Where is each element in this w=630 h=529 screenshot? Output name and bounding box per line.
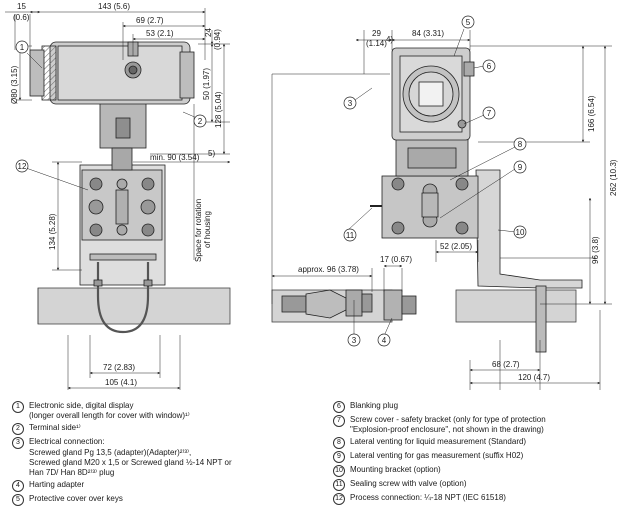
callout-markers: 1 2 3 3 4 5 6 7 8 9 10 11 12: [15, 15, 527, 347]
svg-text:12: 12: [18, 162, 27, 171]
callout-4: 4: [377, 333, 391, 347]
callout-5: 5: [461, 15, 475, 29]
dim-262: 262 (10.3): [609, 159, 618, 196]
svg-text:11: 11: [346, 231, 355, 240]
legend-num: 10: [333, 465, 345, 478]
legend-item-6: 6 Blanking plug: [333, 401, 627, 413]
legend-text: Electronic side, digital display (longer…: [29, 401, 190, 421]
dim-84: 84 (3.31): [412, 29, 444, 38]
dim-approx96: approx. 96 (3.78): [298, 265, 359, 274]
legend-num: 3: [12, 437, 24, 450]
legend-num: 11: [333, 479, 345, 492]
legend-text: Blanking plug: [350, 401, 399, 410]
legend-text: Lateral venting for liquid measurement (…: [350, 437, 527, 447]
callout-1: 1: [15, 40, 29, 54]
rotation-label: Space for rotation: [194, 199, 203, 262]
legend-item-7: 7 Screw cover - safety bracket (only for…: [333, 415, 627, 435]
callout-3: 3: [343, 96, 357, 110]
legend-text: Electrical connection: Screwed gland Pg …: [29, 437, 232, 478]
svg-text:1: 1: [20, 43, 25, 52]
legend-text: Protective cover over keys: [29, 494, 123, 504]
legend-num: 6: [333, 401, 345, 413]
svg-text:3: 3: [348, 99, 353, 108]
callout-11: 11: [343, 228, 357, 242]
legend-text: Harting adapter: [29, 480, 85, 490]
legend-num: 4: [12, 480, 24, 493]
legend-num: 9: [333, 451, 345, 464]
dim-dia80: Ø80 (3.15): [10, 65, 19, 104]
svg-text:9: 9: [518, 163, 523, 172]
left-view: [5, 8, 231, 390]
dim-134: 134 (5.28): [48, 213, 57, 250]
legend-text: Sealing screw with valve (option): [350, 479, 467, 489]
legend-num: 12: [333, 493, 345, 506]
callout-6: 6: [482, 59, 496, 73]
dim-53: 53 (2.1): [146, 29, 174, 38]
dimension-labels: 15 (0.6) 143 (5.6) 69 (2.7) 53 (2.1) 24 …: [10, 2, 618, 387]
svg-text:10: 10: [516, 228, 525, 237]
legend-item-4: 4 Harting adapter: [12, 480, 312, 493]
callout-10: 10: [513, 225, 527, 239]
legend-item-11: 11 Sealing screw with valve (option): [333, 479, 627, 492]
dim-24-in: (0.94): [213, 29, 222, 50]
legend-num: 8: [333, 437, 345, 450]
dim-17: 17 (0.67): [380, 255, 412, 264]
callout-7: 7: [482, 106, 496, 120]
dim-29: 29: [372, 29, 381, 38]
callout-12: 12: [15, 159, 29, 173]
dim-24: 24: [204, 28, 213, 37]
legend-text: Screw cover - safety bracket (only for t…: [350, 415, 546, 435]
legend-item-5: 5 Protective cover over keys: [12, 494, 312, 507]
callout-2: 2: [193, 114, 207, 128]
svg-text:7: 7: [487, 109, 492, 118]
svg-text:4: 4: [382, 336, 387, 345]
dim-143: 143 (5.6): [98, 2, 130, 11]
dim-128: 128 (5.04): [214, 91, 223, 128]
legend-item-2: 2 Terminal side¹⁾: [12, 423, 312, 436]
legend-item-1: 1 Electronic side, digital display (long…: [12, 401, 312, 421]
legend-num: 1: [12, 401, 24, 413]
callout-leaders: [25, 28, 517, 337]
legend-item-10: 10 Mounting bracket (option): [333, 465, 627, 478]
legend-item-12: 12 Process connection: ¼-18 NPT (IEC 615…: [333, 493, 627, 506]
legend-left: 1 Electronic side, digital display (long…: [12, 401, 312, 508]
legend-num: 7: [333, 415, 345, 427]
legend-text: Terminal side¹⁾: [29, 423, 81, 433]
dim-50: 50 (1.97): [202, 68, 211, 100]
dim-29-sup: 4): [386, 35, 393, 44]
callout-3b: 3: [347, 333, 361, 347]
svg-text:3: 3: [352, 336, 357, 345]
dim-69: 69 (2.7): [136, 16, 164, 25]
legend-item-8: 8 Lateral venting for liquid measurement…: [333, 437, 627, 450]
dim-52: 52 (2.05): [440, 242, 472, 251]
legend-item-3: 3 Electrical connection: Screwed gland P…: [12, 437, 312, 478]
callout-9: 9: [513, 160, 527, 174]
legend-right: 6 Blanking plug 7 Screw cover - safety b…: [333, 401, 627, 507]
legend-text: Process connection: ¼-18 NPT (IEC 61518): [350, 493, 506, 503]
svg-text:2: 2: [198, 117, 203, 126]
dim-166: 166 (6.54): [587, 95, 596, 132]
legend-num: 5: [12, 494, 24, 507]
right-view: [271, 30, 612, 390]
svg-text:8: 8: [518, 140, 523, 149]
dim-min90-sup: 5): [208, 149, 215, 158]
legend-item-9: 9 Lateral venting for gas measurement (s…: [333, 451, 627, 464]
dim-105: 105 (4.1): [105, 378, 137, 387]
dim-29-in: (1.14): [366, 39, 387, 48]
dim-15-in: (0.6): [13, 13, 30, 22]
legend-text: Lateral venting for gas measurement (suf…: [350, 451, 524, 461]
dim-120: 120 (4.7): [518, 373, 550, 382]
dim-min90: min. 90 (3.54): [150, 153, 200, 162]
legend-num: 2: [12, 423, 24, 436]
dim-72: 72 (2.83): [103, 363, 135, 372]
dimension-drawing: 1 2 3 3 4 5 6 7 8 9 10 11 12 15 (0.6) 14…: [5, 2, 618, 390]
legend-text: Mounting bracket (option): [350, 465, 441, 475]
svg-text:6: 6: [487, 62, 492, 71]
callout-8: 8: [513, 137, 527, 151]
dim-68: 68 (2.7): [492, 360, 520, 369]
rotation-label-2: of housing: [203, 211, 212, 248]
dim-96v: 96 (3.8): [591, 236, 600, 264]
svg-text:5: 5: [466, 18, 471, 27]
dim-15: 15: [17, 2, 26, 11]
